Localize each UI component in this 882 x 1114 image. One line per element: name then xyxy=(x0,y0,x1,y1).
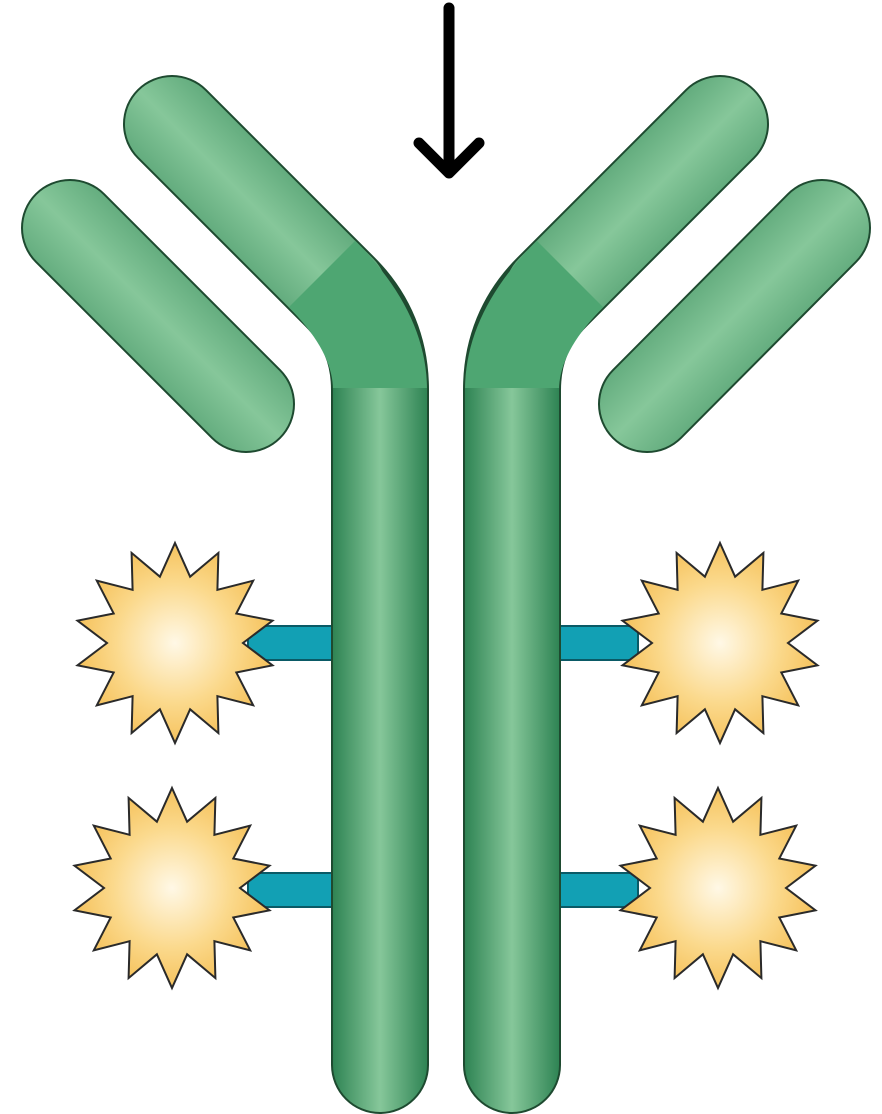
linker-lower-right xyxy=(548,873,638,907)
payload-lower-right starburst-icon xyxy=(621,788,816,988)
linker-lower-left xyxy=(248,873,338,907)
payload-lower-left starburst-icon xyxy=(75,788,270,988)
linker-upper-left xyxy=(248,626,338,660)
payload-upper-right starburst-icon xyxy=(623,543,818,743)
payloads xyxy=(75,543,818,988)
linkers xyxy=(248,626,638,907)
linker-upper-right xyxy=(548,626,638,660)
arrow-down-icon xyxy=(419,8,479,173)
light-chain-left xyxy=(70,228,246,404)
light-chain-right xyxy=(647,228,822,404)
payload-upper-left starburst-icon xyxy=(78,543,273,743)
